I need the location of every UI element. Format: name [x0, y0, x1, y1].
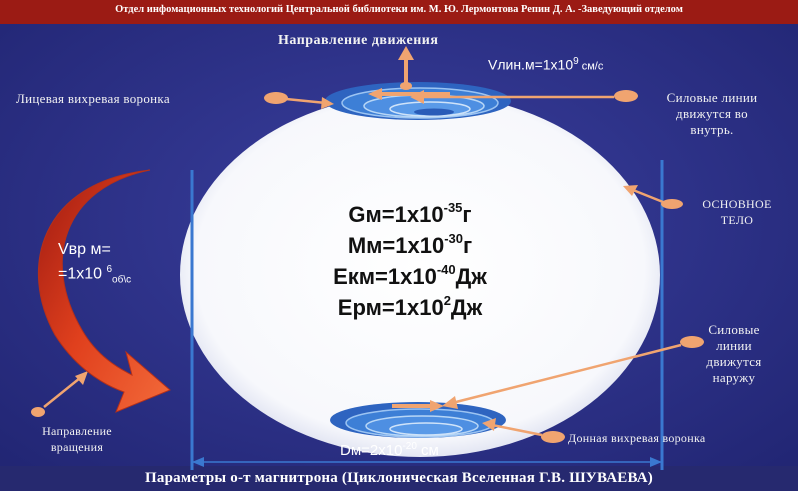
- formula-m-base: Mм=1x10: [347, 233, 445, 258]
- rotation-velocity-unit: об\с: [112, 274, 132, 286]
- force-lines-outward-line-1: Силовые: [708, 322, 760, 337]
- formula-g-unit: г: [462, 202, 472, 227]
- formula-g: Gм=1x10-35г: [290, 200, 530, 228]
- rotation-velocity-label: Vвр м= =1x10 6об\с: [58, 240, 131, 291]
- rotation-velocity-base: =1x10: [58, 265, 107, 283]
- formula-ep-unit: Дж: [450, 295, 483, 320]
- formula-ek-base: Екм=1x10: [333, 264, 437, 289]
- force-lines-inward-label: Силовые линии движутся во внутрь.: [642, 90, 782, 138]
- formula-ep-exp: 2: [443, 293, 451, 308]
- pointer-front-funnel: [264, 92, 334, 109]
- header-band: [0, 0, 798, 24]
- force-lines-outward-label: Силовые линии движутся наружу: [684, 322, 784, 386]
- formula-ek: Екм=1x10-40Дж: [290, 262, 530, 290]
- pointer-direction-of-rotation: [31, 371, 88, 417]
- diameter-unit: см: [416, 442, 439, 459]
- formula-ep-base: Ерм=1x10: [337, 295, 444, 320]
- bottom-vortex-funnel: [330, 402, 506, 438]
- footer-text: Параметры о-т магнитрона (Циклоническая …: [145, 470, 653, 486]
- header-text: Отдел инфомационных технологий Центральн…: [115, 4, 683, 15]
- diameter-arrow-right: [650, 457, 662, 467]
- linear-velocity-unit: см/с: [578, 60, 604, 73]
- force-lines-inward-line-1: Силовые линии: [666, 90, 758, 105]
- rotation-velocity-line-1: Vвр м=: [58, 241, 111, 258]
- main-body-line-1: ОСНОВНОЕ: [702, 197, 772, 211]
- diameter-arrow-left: [192, 457, 204, 467]
- pointer-force-lines-inward: [410, 90, 638, 104]
- force-lines-inward-line-3: внутрь.: [690, 122, 734, 137]
- pointer-main-body: [623, 185, 683, 209]
- formula-m-unit: г: [463, 233, 473, 258]
- direction-of-rotation-label: Направление вращения: [22, 423, 132, 455]
- diameter-base: Dм=2x10: [340, 442, 403, 459]
- diameter-label: Dм=2x10-20 см: [340, 441, 439, 459]
- direction-of-motion-label: Направление движения: [278, 33, 439, 48]
- rotation-velocity-exp: 6: [106, 264, 113, 275]
- formula-g-exp: -35: [443, 200, 463, 215]
- linear-velocity-exp: 9: [573, 56, 579, 67]
- force-lines-inward-line-2: движутся во: [676, 106, 748, 121]
- main-body-line-2: ТЕЛО: [720, 213, 754, 227]
- formula-m-exp: -30: [444, 231, 463, 246]
- force-lines-outward-line-4: наружу: [712, 370, 756, 385]
- linear-velocity-label: Vлин.м=1x109 см/с: [488, 56, 603, 73]
- direction-of-motion-arrow: [398, 46, 414, 90]
- rotation-arrow: [37, 169, 171, 413]
- main-body-label: ОСНОВНОЕ ТЕЛО: [682, 196, 792, 228]
- formula-ep: Ерм=1x102Дж: [290, 293, 530, 321]
- formula-m: Mм=1x10-30г: [290, 231, 530, 259]
- front-vortex-funnel-label: Лицевая вихревая воронка: [16, 91, 170, 106]
- direction-of-rotation-line-1: Направление: [42, 424, 112, 438]
- direction-of-rotation-line-2: вращения: [50, 440, 104, 454]
- footer-band: [0, 466, 798, 491]
- force-lines-outward-line-3: движутся: [706, 354, 762, 369]
- bottom-vortex-funnel-label: Донная вихревая воронка: [568, 431, 706, 445]
- linear-velocity-base: Vлин.м=1x10: [488, 56, 574, 73]
- formula-g-base: Gм=1x10: [348, 202, 444, 227]
- pointer-bottom-funnel: [482, 418, 565, 443]
- rotation-velocity-line-2: =1x10 6об\с: [58, 260, 131, 291]
- pointer-force-lines-outward: [442, 336, 704, 409]
- force-lines-outward-line-2: линии: [716, 338, 752, 353]
- diameter-exp: -20: [402, 441, 417, 452]
- formula-ek-unit: Дж: [455, 264, 487, 289]
- formula-ek-exp: -40: [436, 262, 456, 277]
- funnel-arrows: [368, 88, 450, 412]
- main-body-sphere: [180, 93, 660, 457]
